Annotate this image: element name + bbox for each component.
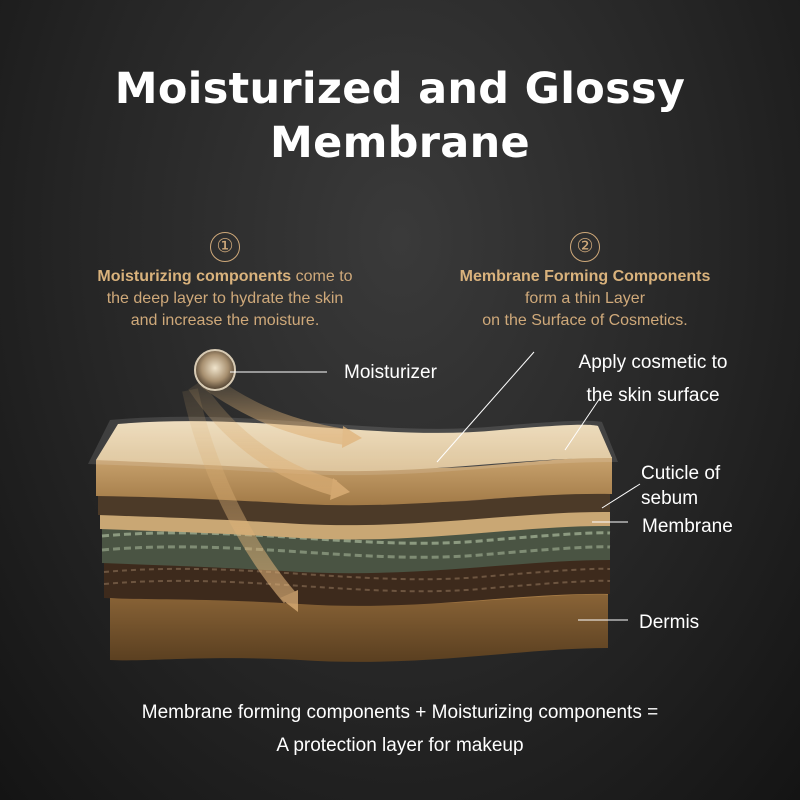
step-1-description: ① Moisturizing components come to the de… <box>70 232 380 332</box>
label-membrane: Membrane <box>642 516 733 537</box>
label-apply-line-2: the skin surface <box>586 385 720 406</box>
footer-line-1: Membrane forming components + Moisturizi… <box>141 702 659 723</box>
footer-line-2: A protection layer for makeup <box>276 735 524 756</box>
step-1-rest: come to <box>291 268 353 285</box>
step-1-highlight: Moisturizing components <box>97 268 292 285</box>
label-cuticle-of-sebum: Cuticle of sebum <box>641 461 751 511</box>
label-moisturizer: Moisturizer <box>344 362 437 383</box>
title-line-2: Membrane <box>270 118 530 168</box>
footer-caption: Membrane forming components + Moisturizi… <box>0 696 800 762</box>
page-title: Moisturized and Glossy Membrane <box>0 62 800 170</box>
step-2-highlight: Membrane Forming Components <box>459 268 711 285</box>
step-1-line-2: the deep layer to hydrate the skin <box>106 290 344 307</box>
step-2-line-2: form a thin Layer <box>524 290 646 307</box>
step-1-number: ① <box>210 232 240 262</box>
basal-layer <box>103 556 611 606</box>
step-2-number: ② <box>570 232 600 262</box>
step-2-line-3: on the Surface of Cosmetics. <box>482 312 688 329</box>
step-2-description: ② Membrane Forming Components form a thi… <box>430 232 740 332</box>
label-apply-line-1: Apply cosmetic to <box>578 352 728 373</box>
epidermis-cell-rows <box>101 524 611 574</box>
label-cuticle-line-1: Cuticle of <box>641 463 721 484</box>
label-dermis: Dermis <box>639 612 700 633</box>
moisturizer-droplet-icon <box>194 349 236 391</box>
label-apply-cosmetic: Apply cosmetic to the skin surface <box>548 346 758 412</box>
step-1-line-3: and increase the moisture. <box>130 312 320 329</box>
title-line-1: Moisturized and Glossy <box>114 64 686 114</box>
leader-lines <box>230 351 641 621</box>
label-cuticle-line-2: sebum <box>641 488 699 509</box>
